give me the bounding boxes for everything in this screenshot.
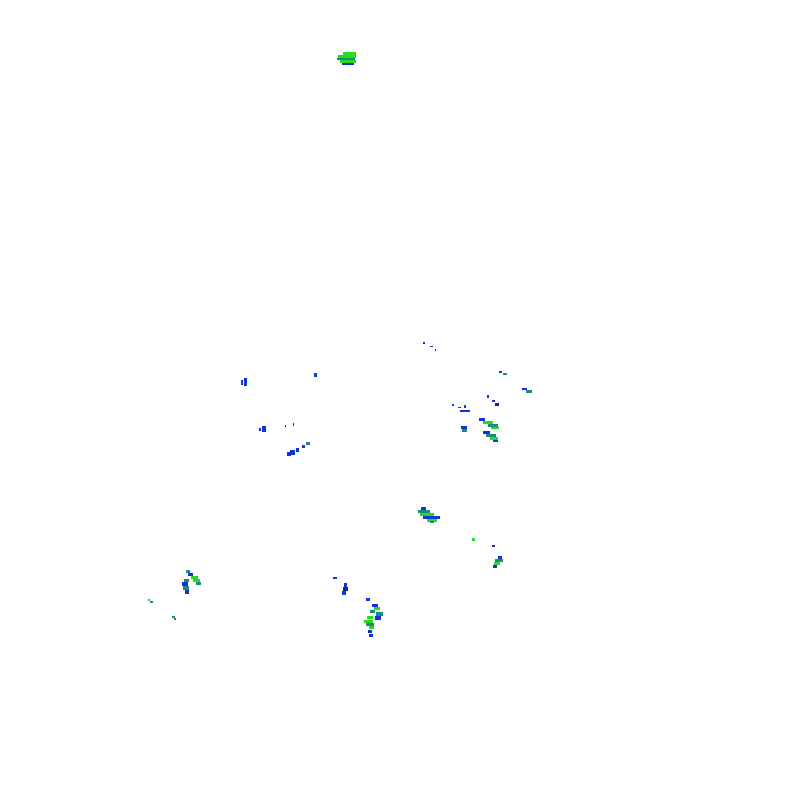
blob-right-streaks: [461, 418, 499, 442]
blob-top: [337, 52, 356, 65]
blob-lower-left: [148, 570, 201, 620]
blob-lower-middle: [333, 577, 383, 637]
blob-center: [418, 507, 440, 523]
blob-center-right: [472, 538, 503, 568]
blob-left-speckles: [241, 373, 317, 456]
blob-upper-right-speckles: [423, 342, 532, 412]
